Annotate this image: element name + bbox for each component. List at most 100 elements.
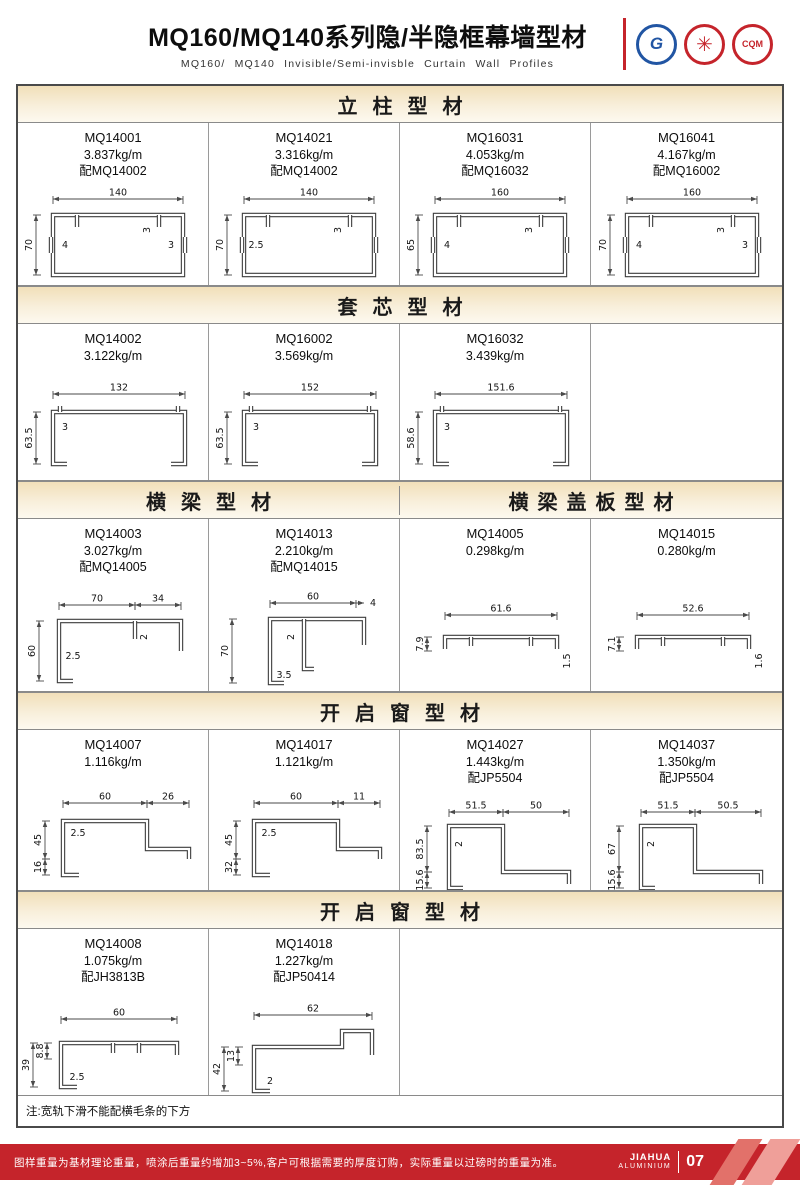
svg-text:1.6: 1.6 bbox=[754, 653, 765, 668]
svg-text:60: 60 bbox=[99, 791, 111, 802]
page-title: MQ160/MQ140系列隐/半隐框幕墙型材 bbox=[148, 24, 587, 52]
svg-text:67: 67 bbox=[607, 843, 618, 855]
empty-cell bbox=[591, 324, 782, 480]
profile-model: MQ14037 bbox=[657, 737, 716, 752]
cqm-cert-icon: CQM bbox=[732, 23, 773, 65]
profile-weight: 3.122kg/m bbox=[83, 348, 143, 363]
profile-model: MQ14002 bbox=[84, 331, 142, 346]
svg-text:4: 4 bbox=[444, 240, 450, 251]
svg-text:60: 60 bbox=[113, 1007, 125, 1018]
svg-text:3.5: 3.5 bbox=[276, 670, 291, 681]
profile-drawing: 132 63.5 3 bbox=[18, 364, 208, 480]
profile-weight: 3.439kg/m bbox=[465, 348, 525, 363]
svg-text:3: 3 bbox=[168, 240, 174, 251]
profile-pair: 配MQ14002 bbox=[270, 163, 338, 178]
svg-text:70: 70 bbox=[220, 645, 231, 657]
profile-weight: 4.167kg/m bbox=[657, 147, 716, 162]
profile-pair: 配JP5504 bbox=[467, 770, 523, 785]
profile-weight: 3.027kg/m bbox=[83, 543, 143, 558]
svg-text:50.5: 50.5 bbox=[717, 800, 738, 811]
svg-text:61.6: 61.6 bbox=[490, 603, 511, 614]
svg-text:3: 3 bbox=[253, 422, 259, 433]
svg-text:63.5: 63.5 bbox=[24, 427, 35, 448]
svg-text:2: 2 bbox=[286, 634, 297, 640]
section-header-windows-2: 开启窗型材 bbox=[18, 891, 782, 929]
svg-text:151.6: 151.6 bbox=[487, 382, 514, 393]
profile-model: MQ16031 bbox=[466, 130, 524, 145]
brand-names: JIAHUA ALUMINIUM bbox=[618, 1151, 672, 1172]
svg-text:3: 3 bbox=[142, 227, 153, 233]
svg-text:3: 3 bbox=[62, 422, 68, 433]
svg-text:3: 3 bbox=[524, 227, 535, 233]
svg-text:2: 2 bbox=[454, 841, 465, 847]
brand-subname: ALUMINIUM bbox=[618, 1163, 672, 1171]
svg-text:8.8: 8.8 bbox=[35, 1043, 46, 1058]
svg-text:3: 3 bbox=[741, 240, 747, 251]
profile-model: MQ14001 bbox=[84, 130, 142, 145]
svg-text:15.6: 15.6 bbox=[607, 869, 618, 890]
svg-text:2: 2 bbox=[646, 841, 657, 847]
svg-text:50: 50 bbox=[530, 800, 542, 811]
svg-text:45: 45 bbox=[33, 834, 44, 846]
profile-weight: 3.837kg/m bbox=[83, 147, 143, 162]
section-title: 开启窗型材 bbox=[320, 702, 495, 725]
svg-text:7.1: 7.1 bbox=[607, 636, 618, 651]
svg-text:2.5: 2.5 bbox=[69, 1072, 84, 1083]
svg-text:70: 70 bbox=[598, 239, 609, 251]
svg-text:2.5: 2.5 bbox=[70, 828, 85, 839]
footnote: 注:宽轨下滑不能配横毛条的下方 bbox=[26, 1106, 191, 1118]
profile-weight: 3.316kg/m bbox=[274, 147, 334, 162]
svg-text:60: 60 bbox=[307, 591, 319, 602]
brand-name: JIAHUA bbox=[629, 1151, 672, 1163]
page-header: MQ160/MQ140系列隐/半隐框幕墙型材 MQ160/ MQ140 Invi… bbox=[0, 0, 800, 78]
profile-weight: 4.053kg/m bbox=[465, 147, 525, 162]
profile-model: MQ14018 bbox=[275, 936, 333, 951]
svg-text:2.5: 2.5 bbox=[65, 651, 80, 662]
brand-separator bbox=[678, 1151, 680, 1173]
svg-text:2.5: 2.5 bbox=[261, 828, 276, 839]
empty-cell bbox=[400, 929, 782, 1095]
gb-cert-icon: G bbox=[636, 23, 677, 65]
svg-text:70: 70 bbox=[24, 239, 35, 251]
section-title: 开启窗型材 bbox=[320, 901, 495, 924]
svg-text:60: 60 bbox=[290, 791, 302, 802]
svg-text:60: 60 bbox=[27, 645, 38, 657]
profile-pair: 配JH3813B bbox=[81, 969, 145, 984]
section-title: 横梁型材 bbox=[146, 491, 286, 514]
svg-text:26: 26 bbox=[162, 791, 174, 802]
svg-text:70: 70 bbox=[91, 593, 103, 604]
profile-model: MQ14003 bbox=[84, 526, 142, 541]
section-header-beam-cover: 横梁盖板型材 bbox=[400, 486, 782, 515]
section-header-windows-1: 开启窗型材 bbox=[18, 692, 782, 730]
profile-weight: 1.227kg/m bbox=[274, 953, 334, 968]
section-header-beam-left: 横梁型材 bbox=[18, 485, 400, 515]
profile-weight: 1.443kg/m bbox=[465, 754, 525, 769]
svg-text:42: 42 bbox=[212, 1063, 223, 1075]
svg-text:3: 3 bbox=[444, 422, 450, 433]
profile-model: MQ14017 bbox=[275, 737, 333, 752]
profile-pair: 配MQ14015 bbox=[270, 559, 338, 574]
profile-cell-mq14002: MQ14002 3.122kg/m 132 63.5 3 bbox=[18, 324, 209, 480]
svg-text:52.6: 52.6 bbox=[682, 603, 703, 614]
svg-text:2: 2 bbox=[267, 1076, 273, 1087]
profile-pair: 配MQ14002 bbox=[79, 163, 147, 178]
profile-weight: 1.116kg/m bbox=[84, 754, 142, 769]
svg-text:140: 140 bbox=[300, 187, 318, 198]
svg-text:16: 16 bbox=[33, 861, 44, 873]
svg-text:132: 132 bbox=[110, 382, 128, 393]
footer-bar: 图样重量为基材理论重量，喷涂后重量约增加3~5%,客户可根据需要的厚度订购，实际… bbox=[0, 1139, 800, 1185]
svg-text:65: 65 bbox=[406, 239, 417, 251]
